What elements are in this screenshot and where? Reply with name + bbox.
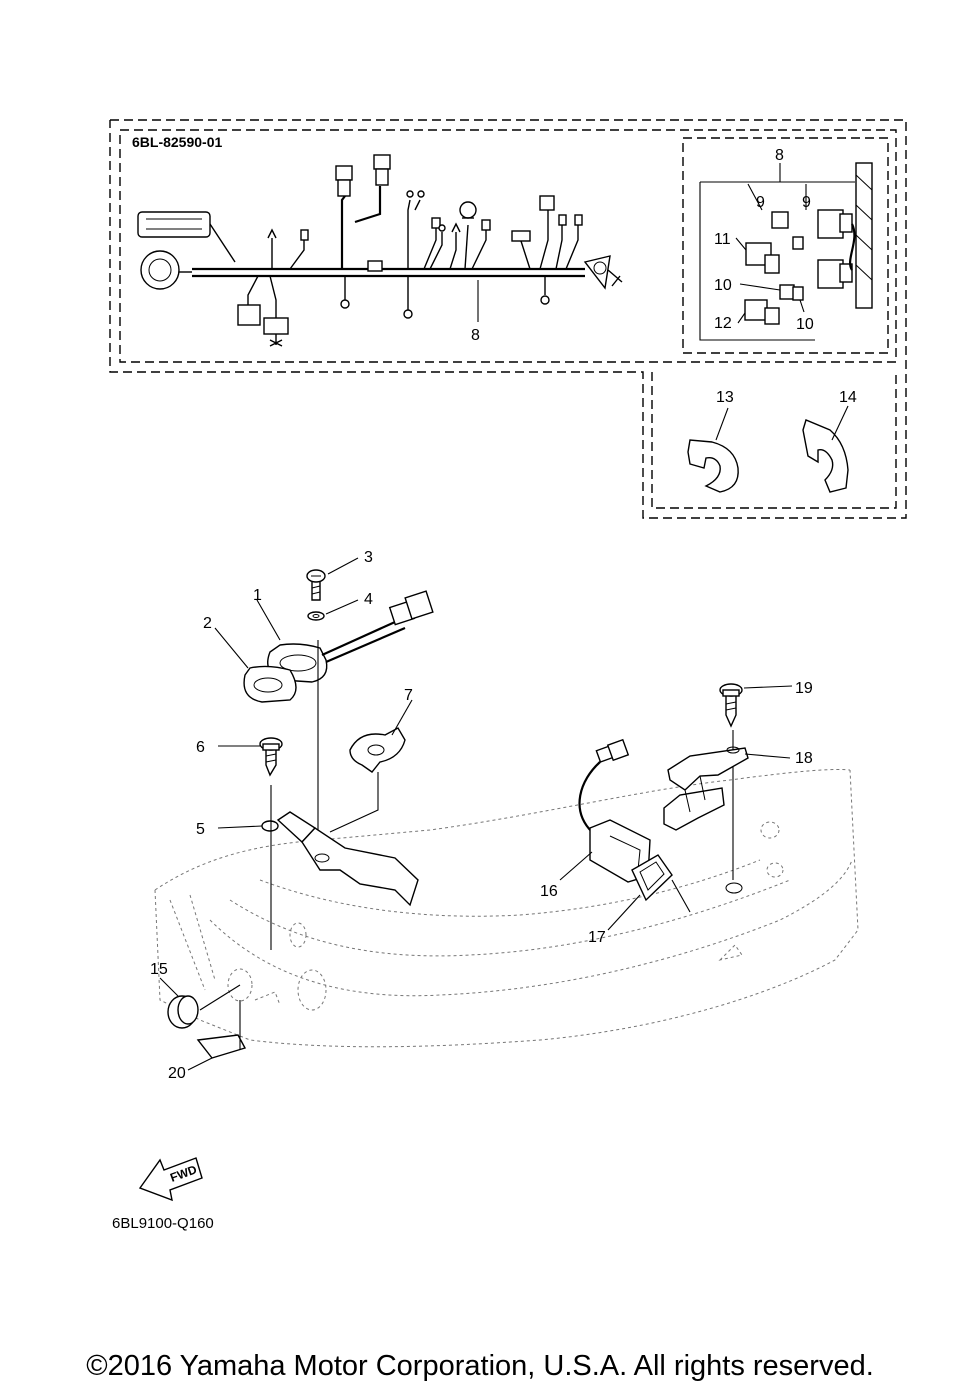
callout-8b: 8 <box>775 147 784 164</box>
callout-3: 3 <box>364 549 373 566</box>
copyright-notice: ©2016 Yamaha Motor Corporation, U.S.A. A… <box>86 1350 874 1382</box>
callout-8a: 8 <box>471 327 480 344</box>
clamps <box>687 405 849 493</box>
callout-11: 11 <box>714 231 731 248</box>
callout-15: 15 <box>150 961 168 978</box>
callout-9b: 9 <box>802 194 811 211</box>
plug-and-label <box>159 977 247 1071</box>
callout-9a: 9 <box>756 194 765 211</box>
clamp-7 <box>329 699 413 833</box>
callout-4: 4 <box>364 591 373 608</box>
callout-7: 7 <box>404 687 413 704</box>
callout-10b: 10 <box>796 316 814 333</box>
wire-harness-kit-frame <box>109 119 907 519</box>
grommet-assembly <box>214 590 434 703</box>
callout-10a: 10 <box>714 277 732 294</box>
callout-16: 16 <box>540 883 558 900</box>
bottom-cowling-outline <box>154 768 859 1048</box>
screw-and-washer <box>306 557 359 852</box>
callout-1: 1 <box>253 587 262 604</box>
connector-inset <box>699 162 873 341</box>
diagram-code: 6BL9100-Q160 <box>112 1215 214 1232</box>
callout-19: 19 <box>795 680 813 697</box>
forward-arrow-icon: FWD <box>138 1157 203 1202</box>
connector-and-gasket <box>559 738 691 931</box>
callout-18: 18 <box>795 750 813 767</box>
callout-6: 6 <box>196 739 205 756</box>
callout-13: 13 <box>716 389 734 406</box>
callout-20: 20 <box>168 1065 186 1082</box>
callout-2: 2 <box>203 615 212 632</box>
main-wire-harness <box>137 154 623 347</box>
callout-17: 17 <box>588 929 606 946</box>
callout-12: 12 <box>714 315 732 332</box>
bolt-and-holder <box>663 683 793 894</box>
callout-14: 14 <box>839 389 857 406</box>
bolt-washer-bracket <box>217 737 419 950</box>
callout-5: 5 <box>196 821 205 838</box>
kit-part-number: 6BL-82590-01 <box>132 134 222 150</box>
